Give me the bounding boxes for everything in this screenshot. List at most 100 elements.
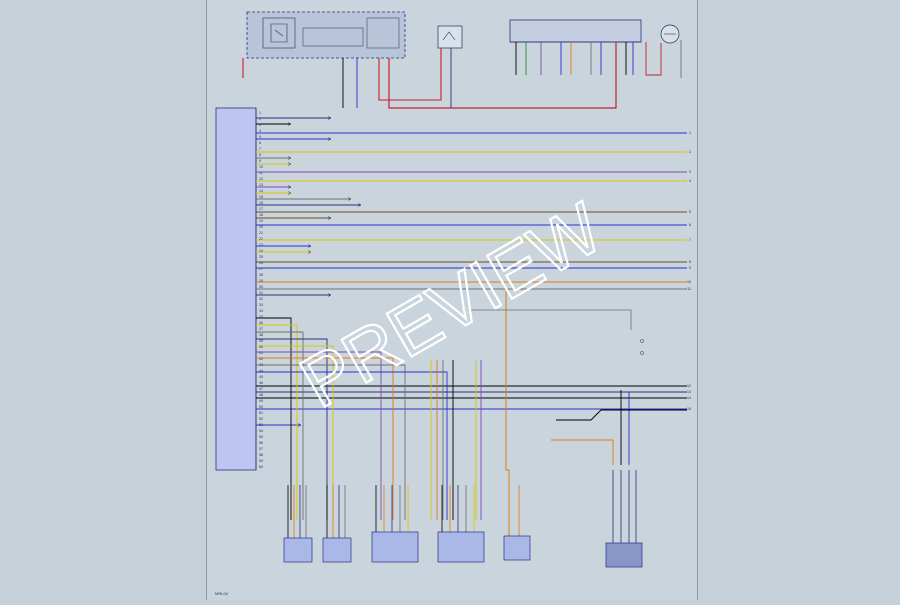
ecm-pin-label: 28: [259, 273, 263, 277]
right-pin-label: 6: [689, 223, 691, 227]
ecm-pin-label: 17: [259, 207, 263, 211]
ecm-pin-label: 36: [259, 321, 263, 325]
relay-power-wire: [378, 48, 442, 101]
ecm-pin-label: 55: [259, 435, 263, 439]
ecm-pin-label: 38: [259, 333, 263, 337]
sensor-harness-wire: [256, 351, 382, 520]
ecm-pin-label: 5: [259, 135, 261, 139]
top-sensor: [437, 25, 463, 49]
ecm-pin-label: 45: [259, 375, 263, 379]
ecm-pin-label: 48: [259, 393, 263, 397]
right-pin-label: 8: [689, 260, 691, 264]
ecm-pin-label: 51: [259, 411, 263, 415]
ecm-pin-label: 59: [259, 459, 263, 463]
arrow-icon: [287, 191, 292, 195]
ecm-pin-label: 32: [259, 297, 263, 301]
ecm-pin-label: 27: [259, 267, 263, 271]
ecm-pin-label: 54: [259, 429, 263, 433]
ecm-pin-label: 19: [259, 219, 263, 223]
ecm-pin-label: 8: [259, 153, 261, 157]
right-pin-label: 5: [689, 210, 691, 214]
ecm-pin-label: 30: [259, 285, 263, 289]
sensor-harness-wire: [256, 324, 298, 520]
ecm-pin-label: 4: [259, 129, 261, 133]
right-pin-label: 3: [689, 170, 691, 174]
ecm-pin-label: 60: [259, 465, 263, 469]
ecm-pin-label: 46: [259, 381, 263, 385]
ecm-pin-label: 47: [259, 387, 263, 391]
pin-labels: 1234567891011121314151617181920212223242…: [259, 111, 691, 469]
ecm-pin-label: 56: [259, 441, 263, 445]
ecm-pin-label: 10: [259, 165, 263, 169]
sensor-harness-wire: [256, 371, 448, 520]
sensor-harness-wire: [256, 338, 328, 520]
ecm-pin-label: 57: [259, 447, 263, 451]
preview-watermark: PREVIEW: [287, 187, 617, 425]
speed-sensor-wire: [556, 409, 687, 421]
ecm-pin-label: 40: [259, 345, 263, 349]
ecm-pin-label: 58: [259, 453, 263, 457]
right-pin-label: 14: [687, 396, 691, 400]
arrow-icon: [327, 137, 332, 141]
ecm-pin-label: 42: [259, 357, 263, 361]
right-pin-label: 13: [687, 390, 691, 394]
ecm-pin-label: 21: [259, 231, 263, 235]
arrow-icon: [347, 197, 352, 201]
arrow-icon: [357, 203, 362, 207]
arrow-icon: [287, 156, 292, 160]
ecm-pin-label: 49: [259, 399, 263, 403]
ecm-pin-label: 41: [259, 351, 263, 355]
ecm-pin-label: 18: [259, 213, 263, 217]
ecm-pin-label: 16: [259, 201, 263, 205]
footer-code: MRL04: [215, 591, 229, 596]
right-pin-label: 2: [689, 150, 691, 154]
ecm-pin-label: 53: [259, 423, 263, 427]
arrow-icon: [287, 122, 292, 126]
watermark-text: PREVIEW: [288, 188, 616, 423]
pump-loop-wire: [645, 42, 662, 76]
ecm-pin-label: 31: [259, 291, 263, 295]
ecm-pin-label: 50: [259, 405, 263, 409]
right-pin-label: 9: [689, 266, 691, 270]
arrow-icon: [297, 423, 302, 427]
arrow-icon: [287, 185, 292, 189]
arrow-icon: [327, 293, 332, 297]
ecm-pin-label: 20: [259, 225, 263, 229]
sensor-harness-wire: [256, 345, 334, 520]
bottom-sensors: [283, 531, 643, 568]
arrow-icon: [307, 250, 312, 254]
sensor-harness-wire: [256, 357, 394, 520]
ecm-pin-label: 11: [259, 171, 263, 175]
right-pin-label: 10: [687, 280, 691, 284]
right-pin-label: 1: [689, 131, 691, 135]
ecm-pin-label: 52: [259, 417, 263, 421]
ecm-pin-label: 34: [259, 309, 263, 313]
trunk-wire: [505, 290, 510, 536]
ecm-pin-label: 44: [259, 369, 263, 373]
ecm-pin-label: 25: [259, 255, 263, 259]
main-power-wire: [388, 42, 617, 109]
right-pin-label: 7: [689, 238, 691, 242]
wire-bundle: [242, 40, 687, 543]
ecm-pin-label: 9: [259, 159, 261, 163]
sensor-harness-wire: [256, 331, 304, 520]
ecm-pin-label: 7: [259, 147, 261, 151]
ecm-pin-label: 14: [259, 189, 263, 193]
trunk-wire: [471, 309, 632, 330]
ecm-pin-label: 39: [259, 339, 263, 343]
ecm-pin-label: 22: [259, 237, 263, 241]
right-pin-label: 11: [687, 287, 691, 291]
ecm-pin-label: 37: [259, 327, 263, 331]
ecm-pin-label: 6: [259, 141, 261, 145]
ecm-pin-label: 13: [259, 183, 263, 187]
ecm-pin-label: 33: [259, 303, 263, 307]
wiring-diagram: 1234567891011121314151617181920212223242…: [215, 11, 691, 596]
ecm-pin-label: 24: [259, 249, 263, 253]
legend-markers: [640, 339, 644, 355]
ecm-pin-label: 12: [259, 177, 263, 181]
ecm-pin-label: 15: [259, 195, 263, 199]
ecm-pin-label: 23: [259, 243, 263, 247]
ecm-pin-label: 26: [259, 261, 263, 265]
